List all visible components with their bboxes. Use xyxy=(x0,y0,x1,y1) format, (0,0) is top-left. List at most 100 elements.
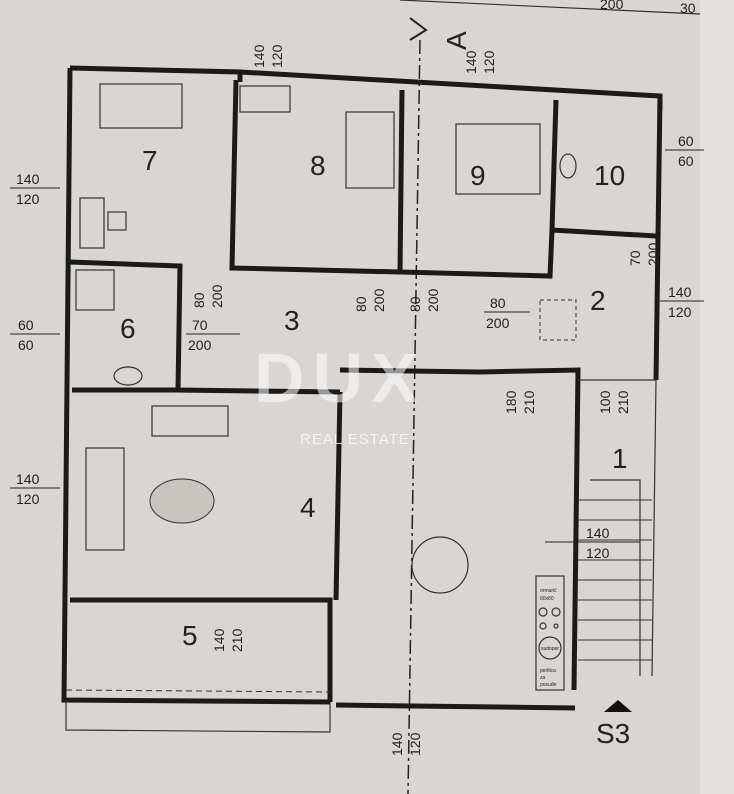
top-dim-a: 200 xyxy=(600,0,624,12)
room-10-label: 10 xyxy=(594,160,625,191)
svg-text:140: 140 xyxy=(668,284,692,300)
dishwasher-label-3: posuđe xyxy=(540,682,557,688)
staircase xyxy=(578,479,652,676)
section-ref-label: S3 xyxy=(596,718,630,749)
svg-text:210: 210 xyxy=(615,390,631,414)
furniture xyxy=(75,83,577,594)
kitchen-counter: ormarić 60x60 sudoper perilica za posuđe xyxy=(535,575,565,691)
walls xyxy=(61,65,663,733)
svg-text:120: 120 xyxy=(407,732,423,756)
section-label: A xyxy=(441,31,472,50)
shower xyxy=(75,269,115,311)
svg-text:210: 210 xyxy=(229,628,245,652)
svg-text:120: 120 xyxy=(269,44,285,68)
svg-text:140: 140 xyxy=(16,171,40,187)
svg-text:120: 120 xyxy=(16,491,40,507)
svg-text:70: 70 xyxy=(192,317,208,333)
svg-text:60: 60 xyxy=(18,317,34,333)
svg-text:140: 140 xyxy=(389,732,405,756)
room-numbers: 1 2 3 4 5 6 7 8 9 10 xyxy=(120,145,628,651)
svg-text:200: 200 xyxy=(425,288,441,312)
dishwasher-label-2: za xyxy=(540,675,546,681)
bed-room9 xyxy=(455,123,541,195)
coffee-table xyxy=(149,478,215,524)
room-2-label: 2 xyxy=(590,285,606,316)
svg-text:120: 120 xyxy=(586,545,610,561)
svg-text:180: 180 xyxy=(503,390,519,414)
svg-text:60: 60 xyxy=(678,153,694,169)
svg-text:140: 140 xyxy=(586,525,610,541)
room-7-label: 7 xyxy=(142,145,158,176)
section-axis-a: A xyxy=(407,17,472,794)
watermark: DUX REAL ESTATE xyxy=(254,339,426,448)
paper-edge xyxy=(700,0,734,794)
svg-text:200: 200 xyxy=(209,284,225,308)
svg-text:140: 140 xyxy=(16,471,40,487)
svg-text:60: 60 xyxy=(678,133,694,149)
svg-text:140: 140 xyxy=(211,628,227,652)
svg-text:80: 80 xyxy=(353,296,369,312)
room-3-label: 3 xyxy=(284,305,300,336)
dining-table xyxy=(411,536,469,594)
bed-room7 xyxy=(99,83,183,129)
svg-text:140: 140 xyxy=(463,50,479,74)
svg-text:80: 80 xyxy=(407,296,423,312)
top-dim-b: 30 xyxy=(680,0,696,16)
svg-text:60: 60 xyxy=(18,337,34,353)
svg-text:200: 200 xyxy=(371,288,387,312)
top-dimension-line: 200 30 xyxy=(399,0,701,16)
section-ref-s3: S3 xyxy=(596,700,632,749)
dishwasher-label-1: perilica xyxy=(540,668,556,674)
svg-text:210: 210 xyxy=(521,390,537,414)
svg-text:140: 140 xyxy=(251,44,267,68)
svg-text:200: 200 xyxy=(486,315,510,331)
kitchen-sink-label: sudoper xyxy=(541,646,559,652)
kitchen-cabinet-size: 60x60 xyxy=(540,596,554,602)
washbasin xyxy=(113,366,143,386)
room-8-label: 8 xyxy=(310,150,326,181)
watermark-tagline: REAL ESTATE xyxy=(300,431,410,448)
watermark-brand: DUX xyxy=(254,339,426,417)
svg-text:100: 100 xyxy=(597,390,613,414)
svg-text:120: 120 xyxy=(481,50,497,74)
kitchen-cabinet-label: ormarić xyxy=(540,588,557,594)
sofa xyxy=(85,447,125,551)
room-4-label: 4 xyxy=(300,492,316,523)
room-9-label: 9 xyxy=(470,160,486,191)
svg-text:120: 120 xyxy=(16,191,40,207)
room-6-label: 6 xyxy=(120,313,136,344)
svg-text:80: 80 xyxy=(490,295,506,311)
armchair xyxy=(151,405,229,437)
svg-text:120: 120 xyxy=(668,304,692,320)
section-arrow-icon xyxy=(604,700,632,712)
room-1-label: 1 xyxy=(612,443,628,474)
room-5-label: 5 xyxy=(182,620,198,651)
svg-text:200: 200 xyxy=(645,242,661,266)
bed-room8 xyxy=(345,111,395,189)
svg-text:80: 80 xyxy=(191,292,207,308)
svg-text:70: 70 xyxy=(627,250,643,266)
svg-text:200: 200 xyxy=(188,337,212,353)
